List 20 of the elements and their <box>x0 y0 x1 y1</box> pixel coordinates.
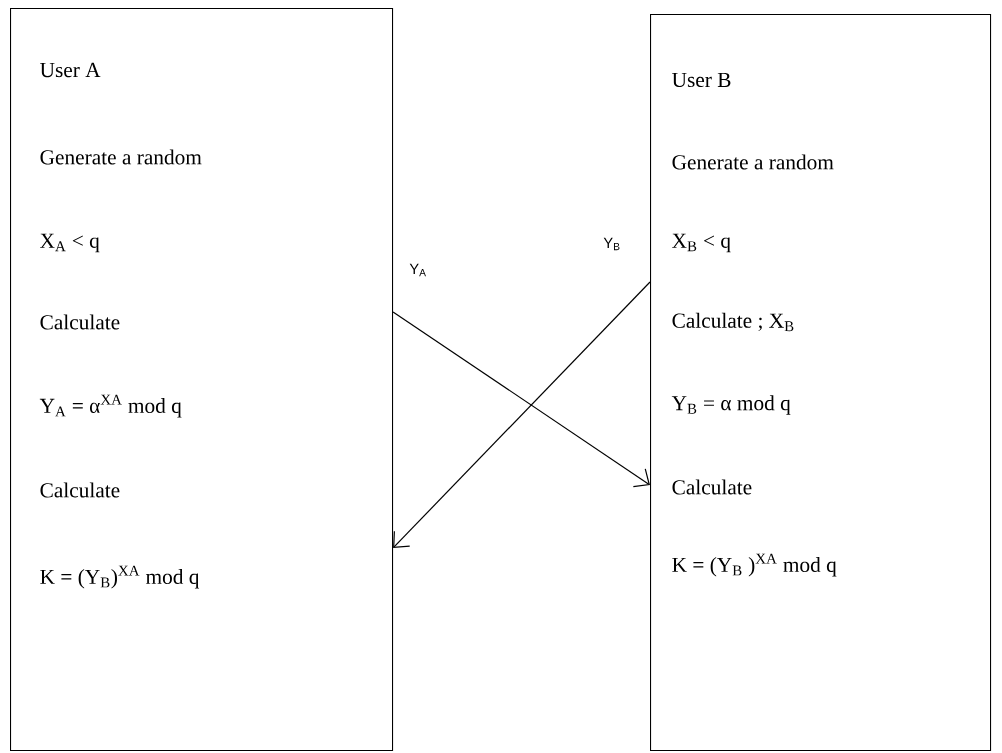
step-text: X$_{A}$ < q <box>40 233 100 253</box>
arrow <box>393 281 651 548</box>
step-text: K = (Y$_{B}$)$^{XA}$ mod q <box>40 565 200 589</box>
step-text: Calculate <box>40 314 120 330</box>
step-text: Y$_{B}$ = α mod q <box>671 395 791 415</box>
user-heading: User A <box>40 62 101 78</box>
step-text: Generate a random <box>672 154 834 170</box>
edge-label: Y$_{B}$ <box>602 236 622 252</box>
user-heading: User B <box>672 72 731 88</box>
step-text: X$_{B}$ < q <box>672 233 731 253</box>
step-text: Generate a random <box>40 149 202 165</box>
step-text: Calculate <box>40 482 120 498</box>
user-box <box>10 8 394 752</box>
step-text: K = (Y$_{B}$ )$^{XA}$ mod q <box>672 553 837 577</box>
step-text: Calculate <box>672 479 752 495</box>
step-text: Calculate ; X$_{B}$ <box>672 312 794 332</box>
edge-label: Y$_{A}$ <box>408 262 428 278</box>
step-text: Y$_{A}$ = α$^{XA}$ mod q <box>39 394 182 418</box>
arrow <box>392 311 650 488</box>
user-box <box>650 14 992 752</box>
